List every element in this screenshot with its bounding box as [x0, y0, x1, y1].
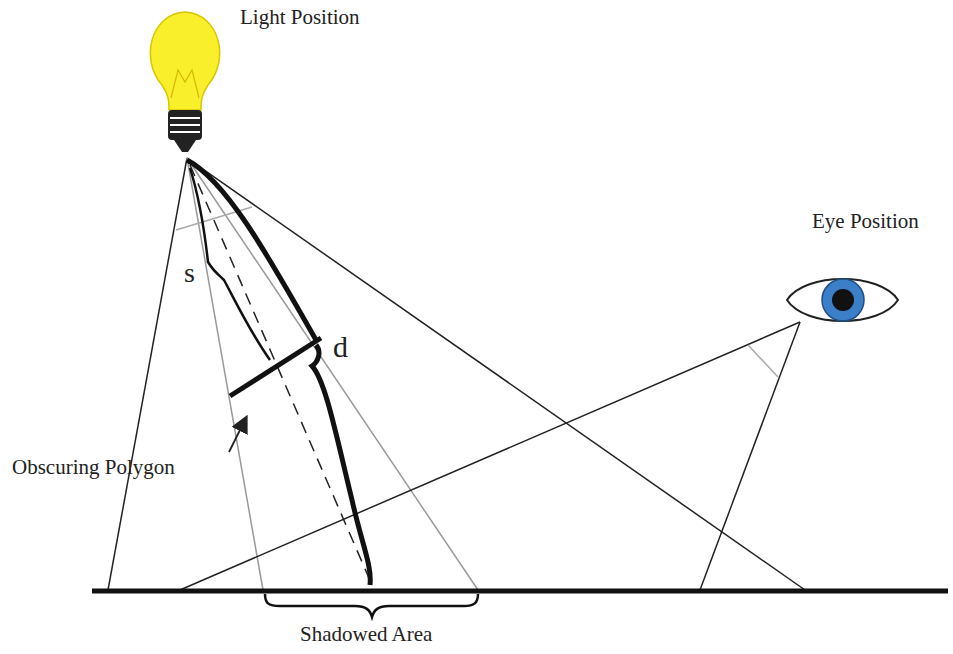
s-brace [190, 168, 270, 360]
ground-line [92, 589, 948, 594]
frustum-mark [748, 345, 778, 377]
distance-label: d [333, 330, 348, 363]
distance-label: s [184, 258, 195, 289]
obscuring-polygon [230, 338, 321, 396]
distance-brace [312, 345, 370, 585]
eye-ray [700, 322, 800, 590]
light-bulb [150, 12, 219, 152]
area-label: Shadowed Area [300, 623, 432, 646]
eye-ray [180, 322, 800, 590]
center-ray [190, 165, 372, 585]
part-label: Obscuring Polygon [12, 456, 175, 479]
area-brace [265, 594, 478, 617]
light-ray [108, 158, 187, 590]
light-ray [187, 158, 805, 590]
pointer-arrow [229, 418, 246, 452]
eye-label: Eye Position [812, 210, 919, 233]
shadow-ray [187, 158, 478, 590]
light-label: Light Position [240, 6, 360, 29]
eye-icon [787, 279, 898, 321]
